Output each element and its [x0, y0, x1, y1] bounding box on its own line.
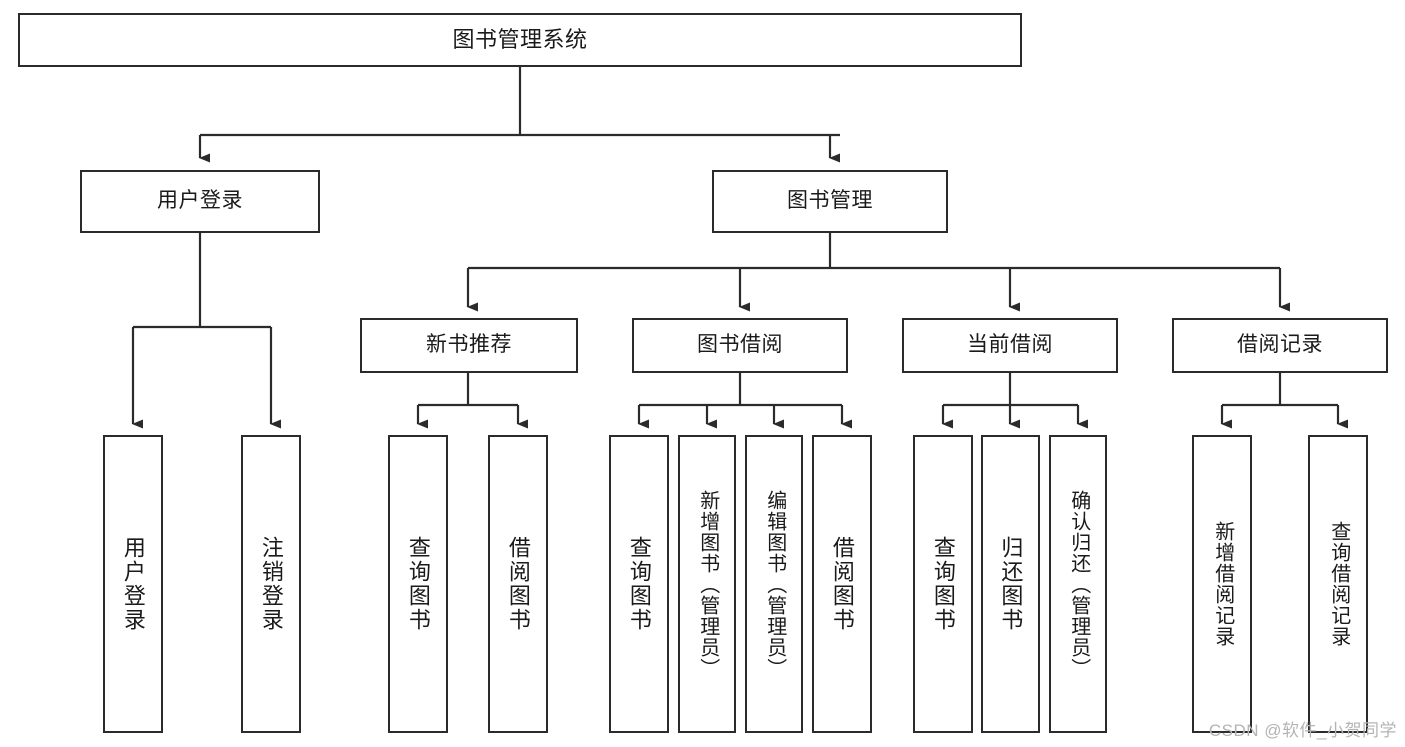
- node-new-book-recommend[interactable]: 新书推荐: [360, 318, 578, 373]
- node-leaf-edit-book[interactable]: 编辑图书（管理员）: [745, 435, 803, 733]
- node-label: 当前借阅: [967, 333, 1053, 357]
- node-current-borrow[interactable]: 当前借阅: [902, 318, 1118, 373]
- node-user-login[interactable]: 用户登录: [80, 170, 320, 233]
- node-label: 归还图书: [998, 536, 1024, 632]
- node-leaf-query-record[interactable]: 查询借阅记录: [1308, 435, 1368, 733]
- node-book-borrow[interactable]: 图书借阅: [632, 318, 848, 373]
- node-label: 新书推荐: [426, 333, 512, 357]
- node-leaf-user-login[interactable]: 用户登录: [103, 435, 163, 733]
- node-leaf-logout[interactable]: 注销登录: [241, 435, 301, 733]
- node-label: 编辑图书（管理员）: [763, 489, 786, 679]
- node-leaf-add-record[interactable]: 新增借阅记录: [1192, 435, 1252, 733]
- node-label: 查询图书: [405, 536, 431, 632]
- node-label: 图书借阅: [697, 333, 783, 357]
- node-label: 借阅图书: [829, 536, 855, 632]
- node-label: 用户登录: [157, 189, 243, 213]
- node-label: 用户登录: [120, 536, 146, 632]
- node-label: 借阅记录: [1237, 333, 1323, 357]
- node-leaf-query-book-3[interactable]: 查询图书: [913, 435, 973, 733]
- node-borrow-record[interactable]: 借阅记录: [1172, 318, 1388, 373]
- node-leaf-borrow-book-2[interactable]: 借阅图书: [812, 435, 872, 733]
- node-label: 查询图书: [626, 536, 652, 632]
- node-root-system[interactable]: 图书管理系统: [18, 13, 1022, 67]
- node-label: 新增借阅记录: [1211, 521, 1234, 647]
- node-label: 查询图书: [930, 536, 956, 632]
- node-leaf-query-book-2[interactable]: 查询图书: [609, 435, 669, 733]
- node-leaf-borrow-book-1[interactable]: 借阅图书: [488, 435, 548, 733]
- node-book-management[interactable]: 图书管理: [712, 170, 948, 233]
- node-label: 查询借阅记录: [1327, 521, 1350, 647]
- node-leaf-return-book[interactable]: 归还图书: [981, 435, 1040, 733]
- node-label: 借阅图书: [505, 536, 531, 632]
- node-label: 注销登录: [258, 536, 284, 632]
- csdn-watermark: CSDN @软件_小贺同学: [1208, 721, 1397, 740]
- node-leaf-confirm-return[interactable]: 确认归还（管理员）: [1049, 435, 1107, 733]
- node-leaf-add-book[interactable]: 新增图书（管理员）: [678, 435, 736, 733]
- node-leaf-query-book-1[interactable]: 查询图书: [388, 435, 448, 733]
- node-label: 图书管理系统: [452, 27, 588, 53]
- node-label: 新增图书（管理员）: [696, 489, 719, 679]
- node-label: 图书管理: [787, 189, 873, 213]
- node-label: 确认归还（管理员）: [1067, 489, 1090, 679]
